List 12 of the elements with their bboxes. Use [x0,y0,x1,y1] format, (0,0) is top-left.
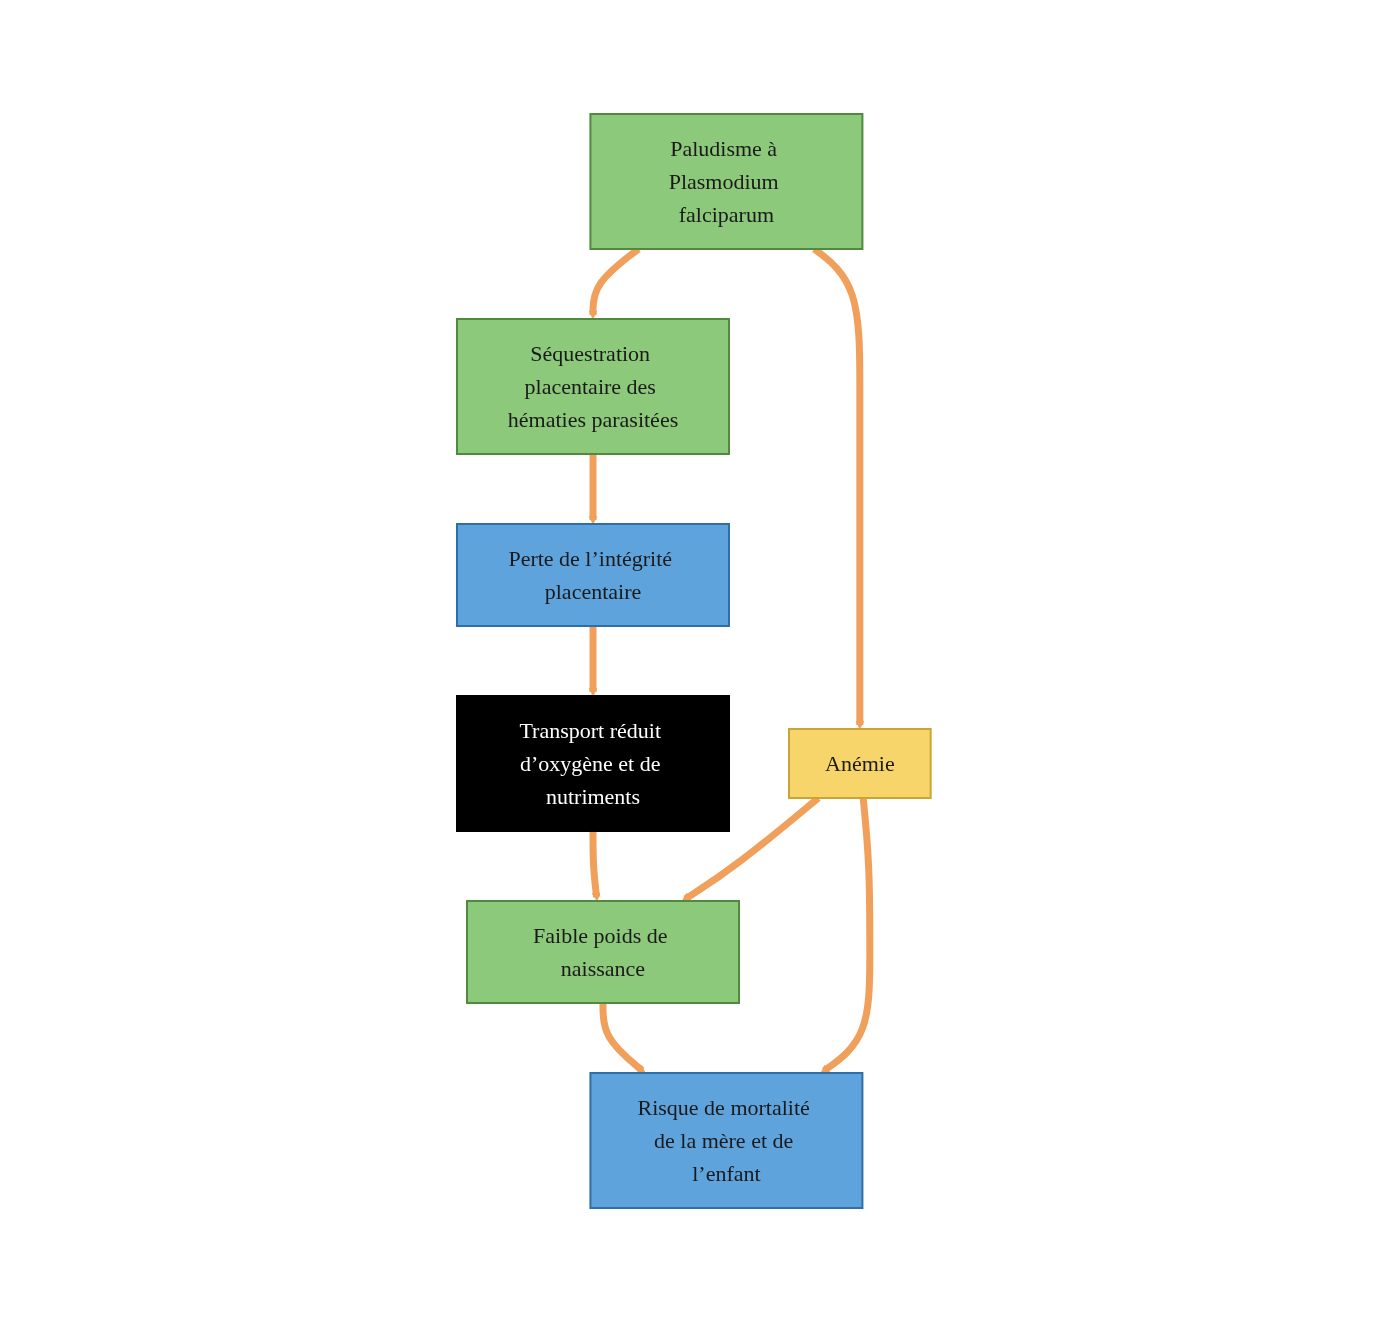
node-box: Transport réduit d’oxygène et de nutriments [456,695,731,832]
node-box: Anémie [788,728,932,799]
arrow [820,797,874,1074]
node-box: Perte de l’intégrité placentaire [456,523,731,627]
arrow [599,1003,646,1074]
node-box: Séquestration placentaire des hématies parasitées [456,318,731,455]
arrow [588,626,598,697]
node-box: Paludisme à Plasmodium falciparum [589,113,864,250]
arrow [588,454,598,525]
node-box: Faible poids de naissance [466,900,741,1004]
node-box: Risque de mortalité de la mère et de l’enfant [589,1072,864,1209]
arrow [589,831,601,902]
